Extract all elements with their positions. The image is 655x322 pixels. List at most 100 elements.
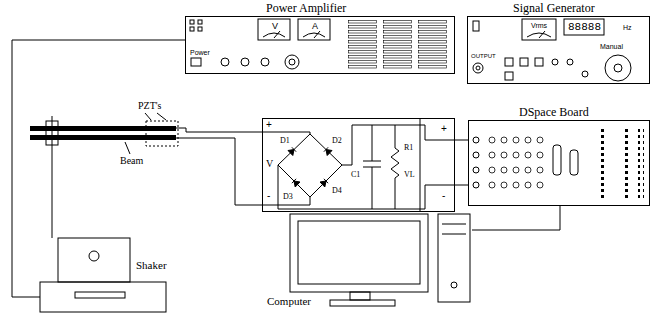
meter-label: V [272, 22, 278, 31]
part-label: Beam [120, 156, 143, 166]
panel-label: Manual [600, 43, 623, 50]
monitor [290, 214, 428, 292]
wire [472, 206, 560, 230]
connectors [12, 40, 560, 297]
dial-knob [614, 64, 622, 72]
device-title: DSpace Board [519, 106, 589, 118]
pzt-wire [176, 138, 262, 205]
wire [455, 185, 468, 186]
output-jack [473, 63, 483, 73]
meter-label: Vrms [531, 22, 547, 29]
knob [241, 58, 249, 66]
power-amplifier: Power AmplifierVAPower [185, 16, 455, 74]
diode-bridge [278, 134, 342, 197]
indicator-dot [198, 27, 202, 31]
push-button [535, 58, 543, 66]
sub-d-connector [553, 145, 561, 175]
component-label: R1 [404, 144, 413, 152]
circuit-wire [420, 185, 455, 209]
knob [289, 59, 295, 65]
wire [12, 40, 185, 297]
sub-d-connector [570, 150, 578, 175]
board-terminal [473, 137, 479, 143]
device-title: Power Amplifier [266, 2, 346, 14]
diode-symbol [326, 150, 332, 156]
meter-frame [522, 19, 556, 40]
beam-layer [30, 126, 176, 131]
push-button [505, 72, 513, 80]
terminal-sign: + [266, 120, 272, 130]
small-knob [567, 59, 573, 65]
board-terminal [473, 167, 479, 173]
component-label: D3 [283, 193, 293, 201]
frequency-display: 88888 [568, 22, 601, 33]
toggle-switch [473, 21, 479, 31]
pc-tower [438, 214, 470, 302]
meter-scale [263, 33, 285, 37]
drive-slot [442, 234, 466, 235]
rectifier-circuit: VD1D2D3D4C1R1VL [262, 118, 455, 212]
vent-grille [348, 20, 451, 70]
output-jack [476, 66, 480, 70]
meter-frame [258, 19, 290, 40]
knob [221, 58, 229, 66]
pin-header [598, 128, 604, 200]
display-frame [564, 19, 604, 35]
monitor-neck [350, 292, 370, 300]
meter-needle [274, 31, 280, 38]
shaker-base [40, 282, 166, 312]
device-title: Shaker [136, 260, 167, 271]
unit-label: Hz [623, 24, 632, 31]
power-switch [191, 58, 201, 66]
component-label: C1 [351, 171, 360, 179]
leader-line [157, 113, 166, 120]
wire [455, 140, 468, 141]
knob [261, 58, 269, 66]
diode-symbol [320, 181, 326, 187]
diode-symbol [288, 150, 294, 156]
capacitor-symbol [363, 161, 381, 162]
capacitor-symbol [372, 167, 373, 209]
component-label: D2 [332, 137, 342, 145]
meter-label: A [312, 22, 318, 31]
panel-label: Power [190, 49, 210, 56]
signal-generator: Signal GeneratorVrms88888HzOUTPUTManual [467, 16, 650, 84]
connector-grid [486, 134, 546, 194]
shaker-body [58, 238, 130, 282]
component-label: D1 [280, 137, 290, 145]
capacitor-symbol [372, 125, 373, 161]
leader-line [125, 142, 130, 154]
support-rod [52, 116, 53, 238]
terminal-sign: + [441, 124, 447, 134]
circuit-wire [420, 125, 455, 140]
small-knob [552, 59, 558, 65]
shaker-knob [89, 251, 99, 261]
small-knob [582, 71, 588, 77]
meter-scale [303, 33, 325, 37]
indicator-dot [198, 20, 202, 24]
shaker-slot [75, 292, 125, 298]
power-button [451, 282, 457, 288]
terminal-sign: - [267, 191, 270, 201]
circuit-wire [278, 165, 420, 209]
pzt-patch [146, 121, 178, 146]
board-terminal [473, 182, 479, 188]
dspace-board: DSpace Board [468, 120, 650, 206]
pin-header [638, 128, 644, 200]
pzt-wire [176, 128, 262, 132]
meter-scale [527, 33, 551, 37]
device-title: Signal Generator [513, 2, 595, 14]
meter-needle [539, 31, 545, 38]
drive-slot [442, 224, 466, 225]
component-label: D4 [332, 187, 342, 195]
part-label: PZT's [138, 101, 161, 111]
panel-label: OUTPUT [471, 53, 496, 59]
leader-line [145, 113, 151, 120]
device-title: Computer [267, 296, 311, 307]
clamp [46, 121, 58, 145]
beam-layer [30, 135, 176, 140]
